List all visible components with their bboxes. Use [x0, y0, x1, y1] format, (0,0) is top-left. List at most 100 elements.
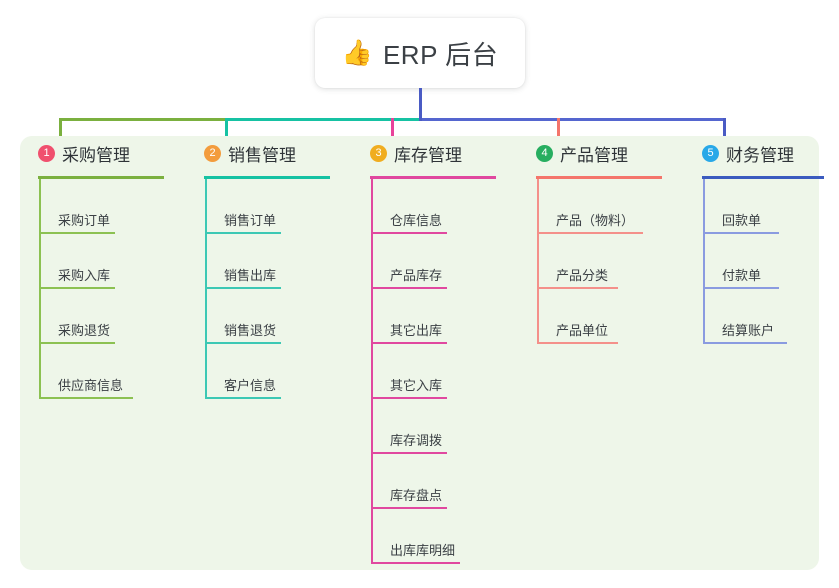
- branch-column-5: 5 财务管理回款单付款单结算账户: [684, 136, 824, 344]
- branch-header-1[interactable]: 1 采购管理: [20, 136, 130, 170]
- branch-item[interactable]: 客户信息: [205, 367, 301, 399]
- branch-item[interactable]: 其它入库: [371, 367, 467, 399]
- branch-item[interactable]: 产品库存: [371, 257, 467, 289]
- branch-title: 库存管理: [394, 145, 462, 165]
- branch-column-1: 1 采购管理采购订单采购入库采购退货供应商信息: [20, 136, 164, 399]
- branch-item[interactable]: 销售订单: [205, 202, 301, 234]
- branch-item[interactable]: 采购退货: [39, 312, 135, 344]
- branch-item[interactable]: 回款单: [703, 202, 799, 234]
- branch-spine: [703, 179, 705, 344]
- branch-item-label: 客户信息: [224, 378, 277, 393]
- branch-item-rule: [371, 287, 447, 289]
- branch-header-2[interactable]: 2 销售管理: [186, 136, 296, 170]
- branch-item-label: 库存盘点: [390, 488, 443, 503]
- branch-item-label: 销售出库: [224, 268, 277, 283]
- connector-drop-1: [59, 118, 62, 150]
- branch-header-rule: [204, 176, 330, 179]
- branch-item-rule: [371, 507, 447, 509]
- branch-item[interactable]: 销售出库: [205, 257, 301, 289]
- branch-item-rule: [371, 562, 460, 564]
- branch-item-label: 其它入库: [390, 378, 443, 393]
- branch-item-label: 产品分类: [556, 268, 609, 283]
- branch-item-label: 供应商信息: [58, 378, 124, 393]
- branch-item-rule: [371, 342, 447, 344]
- branch-header-3[interactable]: 3 库存管理: [352, 136, 462, 170]
- branch-item-label: 产品库存: [390, 268, 443, 283]
- branch-item-label: 出库库明细: [390, 543, 456, 558]
- branch-item[interactable]: 产品分类: [537, 257, 638, 289]
- branch-index-badge: 5: [702, 144, 719, 162]
- branch-header-rule: [38, 176, 164, 179]
- connector-drop-5: [723, 118, 726, 150]
- branch-item-label: 库存调拨: [390, 433, 443, 448]
- branch-spine: [39, 179, 41, 399]
- branch-spine: [537, 179, 539, 344]
- page-title: ERP 后台: [382, 39, 499, 70]
- branch-item-label: 销售退货: [224, 323, 277, 338]
- branch-title: 销售管理: [228, 145, 296, 165]
- branch-item-label: 仓库信息: [390, 213, 443, 228]
- root-node-card[interactable]: 👍 ERP 后台: [315, 18, 525, 88]
- branch-item-label: 付款单: [722, 268, 762, 283]
- branch-item[interactable]: 其它出库: [371, 312, 467, 344]
- branch-item-rule: [205, 287, 281, 289]
- branch-item-rule: [205, 342, 281, 344]
- branch-item-rule: [703, 232, 779, 234]
- branch-item-rule: [39, 342, 115, 344]
- branch-item-rule: [371, 232, 447, 234]
- branch-item[interactable]: 供应商信息: [39, 367, 153, 399]
- branch-item-rule: [537, 232, 643, 234]
- branch-item-label: 采购入库: [58, 268, 111, 283]
- branches-panel: [20, 136, 819, 570]
- thumbs-up-icon: 👍: [341, 38, 373, 67]
- branch-item-rule: [205, 397, 281, 399]
- connector-drop-3: [391, 118, 394, 150]
- branch-item[interactable]: 采购订单: [39, 202, 135, 234]
- branch-item-rule: [703, 342, 787, 344]
- connector-drop-4: [557, 118, 560, 150]
- branch-header-rule: [536, 176, 662, 179]
- branch-header-rule: [702, 176, 824, 179]
- branch-item[interactable]: 销售退货: [205, 312, 301, 344]
- branch-item-label: 结算账户: [722, 323, 775, 338]
- connector-bus-segment-2: [225, 118, 419, 121]
- branch-item-rule: [371, 452, 447, 454]
- branch-item[interactable]: 库存调拨: [371, 422, 467, 454]
- branch-item-rule: [39, 397, 133, 399]
- branch-item[interactable]: 采购入库: [39, 257, 135, 289]
- branch-item-rule: [39, 232, 115, 234]
- branch-item[interactable]: 付款单: [703, 257, 799, 289]
- branch-title: 产品管理: [560, 145, 628, 165]
- branch-header-5[interactable]: 5 财务管理: [684, 136, 794, 170]
- branch-item-label: 销售订单: [224, 213, 277, 228]
- branch-item[interactable]: 库存盘点: [371, 477, 467, 509]
- branch-title: 财务管理: [726, 145, 794, 165]
- branch-item[interactable]: 仓库信息: [371, 202, 467, 234]
- branch-item[interactable]: 结算账户: [703, 312, 807, 344]
- branch-item-rule: [371, 397, 447, 399]
- branch-item[interactable]: 产品单位: [537, 312, 638, 344]
- branch-item[interactable]: 出库库明细: [371, 532, 480, 564]
- branch-index-badge: 3: [370, 144, 387, 162]
- branch-header-rule: [370, 176, 496, 179]
- connector-bus-segment-3: [419, 118, 725, 121]
- branch-item-rule: [537, 342, 618, 344]
- branch-item-label: 产品（物料）: [556, 213, 635, 228]
- branch-index-badge: 1: [38, 144, 55, 162]
- branch-spine: [371, 179, 373, 564]
- branch-item-rule: [703, 287, 779, 289]
- connector-trunk: [419, 88, 422, 121]
- branch-item-label: 采购订单: [58, 213, 111, 228]
- branch-item-label: 其它出库: [390, 323, 443, 338]
- connector-drop-2: [225, 118, 228, 150]
- connector-bus-segment-1: [59, 118, 225, 121]
- branch-item[interactable]: 产品（物料）: [537, 202, 663, 234]
- branch-column-2: 2 销售管理销售订单销售出库销售退货客户信息: [186, 136, 330, 399]
- branch-item-rule: [205, 232, 281, 234]
- branch-title: 采购管理: [62, 145, 130, 165]
- branch-index-badge: 2: [204, 144, 221, 162]
- branch-spine: [205, 179, 207, 399]
